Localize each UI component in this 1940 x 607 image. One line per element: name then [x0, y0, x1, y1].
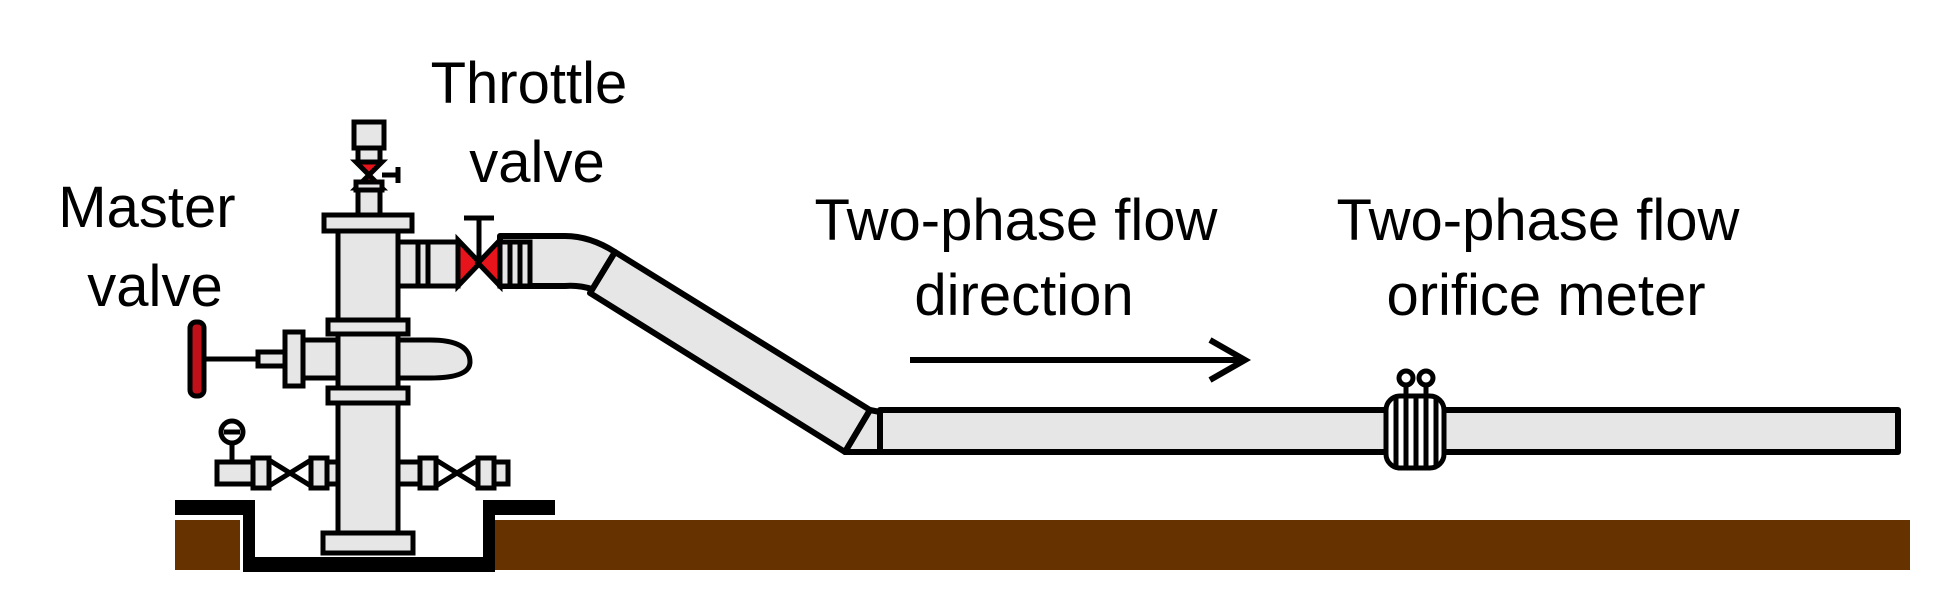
flow-direction-arrow-icon — [910, 337, 1252, 383]
label-orifice-meter: Two-phase flow orifice meter — [1336, 188, 1755, 328]
meter-tap-right-icon — [1416, 368, 1436, 388]
label-throttle-line2: valve — [469, 130, 604, 195]
upper-body — [335, 225, 401, 323]
pipe-sloped-section — [587, 249, 873, 455]
lower-spool — [335, 392, 401, 536]
throttle-outlet-pipe — [497, 239, 533, 289]
label-flow-direction: Two-phase flow direction — [814, 188, 1233, 328]
label-orifice-line1: Two-phase flow — [1336, 188, 1740, 253]
label-master-line1: Master — [58, 175, 235, 240]
label-master-valve: Master valve — [58, 175, 251, 319]
pipe-joint-lower — [842, 408, 873, 454]
label-flow-line1: Two-phase flow — [814, 188, 1218, 253]
master-valve-handwheel-icon — [187, 319, 258, 399]
wing-valve-right-icon — [433, 455, 462, 491]
cross-body — [335, 327, 401, 391]
label-throttle-line1: Throttle — [431, 51, 628, 116]
label-orifice-line2: orifice meter — [1386, 263, 1705, 328]
wing-valve-left-icon — [266, 455, 295, 491]
wing-valves — [214, 418, 511, 491]
label-master-line2: valve — [87, 254, 222, 319]
label-throttle-valve: Throttle valve — [431, 51, 644, 195]
wellhead-base — [320, 530, 416, 556]
pipe-joint-upper — [587, 250, 618, 295]
ground — [175, 500, 1910, 572]
wellhead — [255, 119, 533, 556]
ground-surface — [175, 520, 1910, 570]
cellar-outline — [175, 500, 555, 572]
side-outlet-right — [395, 337, 473, 381]
meter-tap-left-icon — [1396, 368, 1416, 388]
label-flow-line2: direction — [914, 263, 1133, 328]
orifice-meter — [1383, 368, 1447, 471]
throttle-valve-icon — [455, 215, 503, 293]
